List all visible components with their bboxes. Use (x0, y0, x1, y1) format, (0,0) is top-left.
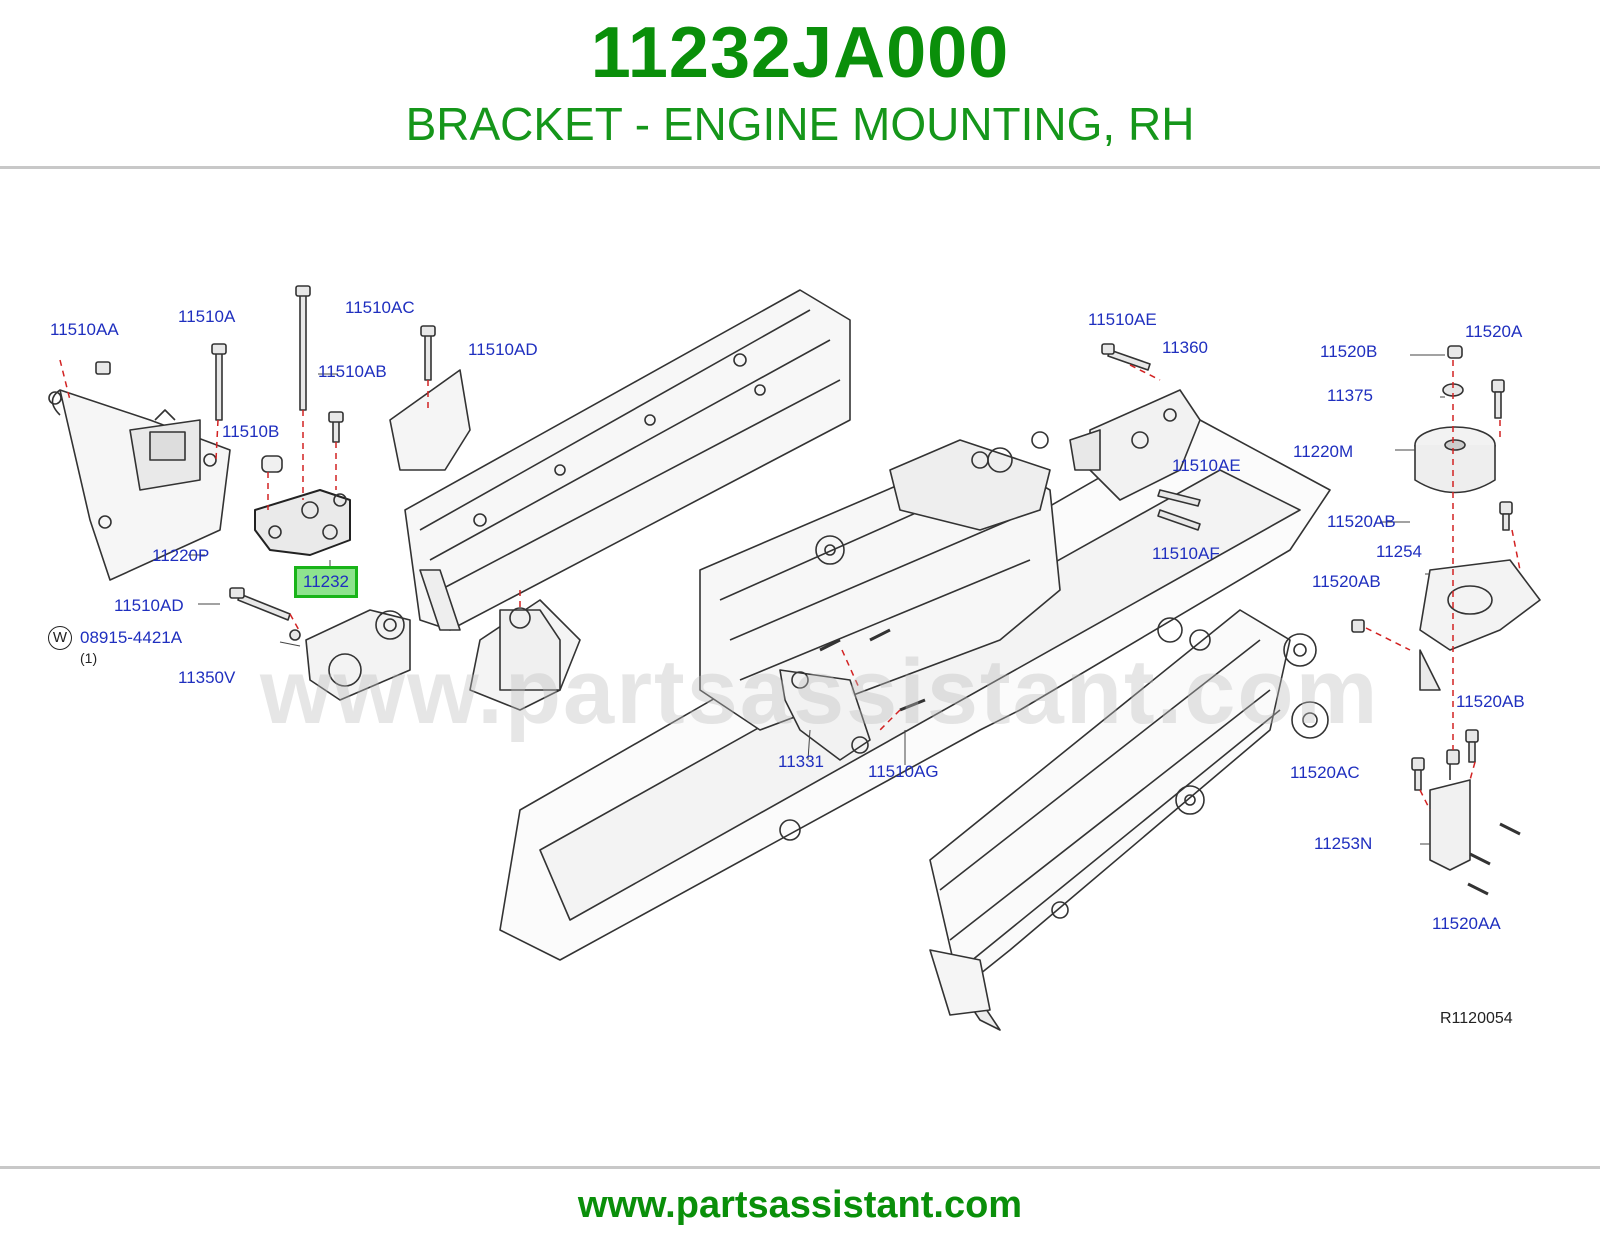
callout-11254[interactable]: 11254 (1376, 542, 1423, 561)
engine-mount-11220p (48, 389, 231, 581)
mount-bracket-11360 (1069, 389, 1201, 501)
footer-url-link[interactable]: www.partsassistant.com (577, 1184, 1023, 1226)
callout-11510ab[interactable]: 11510AB (318, 362, 387, 381)
footer-divider (0, 1166, 1600, 1169)
side-member-left (404, 289, 851, 631)
insulator-11220m (1414, 426, 1496, 494)
torque-rod-11350v (305, 609, 411, 701)
callout-08915-4421a[interactable]: 08915-4421A (80, 628, 183, 647)
parts-diagram: www.partsassistant.com 11510AA 11510A 11… (0, 170, 1600, 1170)
callout-11232-highlighted[interactable]: 11232 (294, 566, 359, 598)
callout-11510ad-upper[interactable]: 11510AD (468, 340, 538, 359)
diagram-reference-code: R1120054 (1440, 1010, 1513, 1027)
bracket-11254 (1419, 559, 1541, 691)
callout-11510ag[interactable]: 11510AG (868, 762, 939, 781)
quantity-note: (1) (80, 650, 98, 666)
callout-11220p[interactable]: 11220P (152, 546, 210, 565)
callout-11520b[interactable]: 11520B (1320, 342, 1378, 361)
header-divider (0, 166, 1600, 169)
callout-11510ae-lower[interactable]: 11510AE (1172, 456, 1241, 475)
bracket-11510ad (389, 369, 471, 471)
callout-11510aa[interactable]: 11510AA (50, 320, 119, 339)
callout-11510af[interactable]: 11510AF (1152, 544, 1220, 563)
watermark: www.partsassistant.com (260, 641, 1380, 743)
rear-mount-11331 (779, 669, 871, 761)
bolts (95, 285, 1521, 896)
callout-11520aa[interactable]: 11520AA (1432, 914, 1501, 933)
callout-11510ad-lower[interactable]: 11510AD (114, 596, 184, 615)
part-number-title: 11232JA000 (590, 13, 1010, 93)
callout-11520ab-1[interactable]: 11520AB (1327, 512, 1396, 531)
callout-11510a[interactable]: 11510A (178, 307, 236, 326)
part-description: BRACKET - ENGINE MOUNTING, RH (405, 98, 1195, 150)
callout-11510ae-upper[interactable]: 11510AE (1088, 310, 1157, 329)
header: 11232JA000 BRACKET - ENGINE MOUNTING, RH (0, 0, 1600, 168)
callout-11520ab-2[interactable]: 11520AB (1312, 572, 1381, 591)
callout-11331[interactable]: 11331 (778, 752, 825, 771)
front-crossmember (469, 419, 1331, 1031)
callout-11375[interactable]: 11375 (1327, 386, 1374, 405)
diagram-drawing (48, 285, 1541, 1031)
callout-11220m[interactable]: 11220M (1293, 442, 1354, 461)
callout-11360[interactable]: 11360 (1162, 338, 1209, 357)
callout-11520a[interactable]: 11520A (1465, 322, 1523, 341)
callout-11510b[interactable]: 11510B (222, 422, 280, 441)
w-symbol: W (48, 626, 72, 650)
callout-11520ac[interactable]: 11520AC (1290, 763, 1360, 782)
assembly-leaders (59, 359, 1521, 811)
bracket-11253n (1429, 760, 1471, 871)
callout-11520ab-3[interactable]: 11520AB (1456, 692, 1525, 711)
bracket-11232 (254, 489, 351, 556)
callout-11510ac[interactable]: 11510AC (345, 298, 415, 317)
callout-11350v[interactable]: 11350V (178, 668, 236, 687)
spacer-11510b (261, 455, 283, 473)
callout-11253n[interactable]: 11253N (1314, 834, 1373, 853)
